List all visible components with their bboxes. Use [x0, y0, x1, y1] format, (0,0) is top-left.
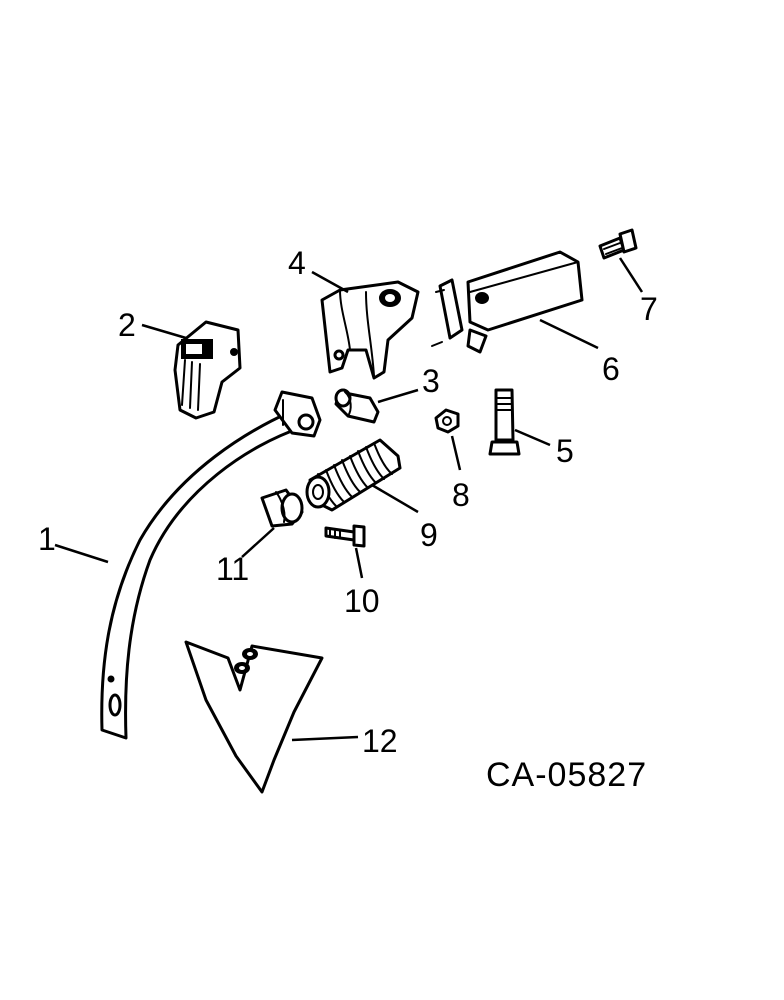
- spring-part: [305, 438, 402, 512]
- shank-clamp-part: [173, 320, 242, 420]
- callout-labels: 1 2 3 4 5 6 7 8 9 10 11 12: [38, 245, 658, 759]
- callout-1: 1: [38, 521, 56, 557]
- figure-reference-code: CA-05827: [486, 756, 647, 794]
- pivot-bolt-part: [488, 388, 521, 456]
- spring-cap-part: [260, 488, 304, 528]
- callout-10: 10: [344, 583, 380, 619]
- shank-part: [100, 390, 322, 740]
- nut-part: [434, 408, 460, 434]
- callout-6: 6: [602, 351, 620, 387]
- bolt-part: [324, 524, 366, 548]
- callout-3: 3: [422, 363, 440, 399]
- mounting-clamp-part: [431, 250, 584, 354]
- callout-5: 5: [556, 433, 574, 469]
- callout-12: 12: [362, 723, 398, 759]
- bracket-part: [320, 280, 420, 380]
- cap-screw-part: [598, 228, 638, 260]
- callout-11: 11: [216, 551, 249, 587]
- callout-7: 7: [640, 291, 658, 327]
- callout-9: 9: [420, 517, 438, 553]
- callout-4: 4: [288, 245, 306, 281]
- leader-lines: [54, 257, 644, 742]
- sweep-part: [184, 640, 324, 794]
- bushing-part: [334, 388, 380, 424]
- callout-2: 2: [118, 307, 136, 343]
- callout-8: 8: [452, 477, 470, 513]
